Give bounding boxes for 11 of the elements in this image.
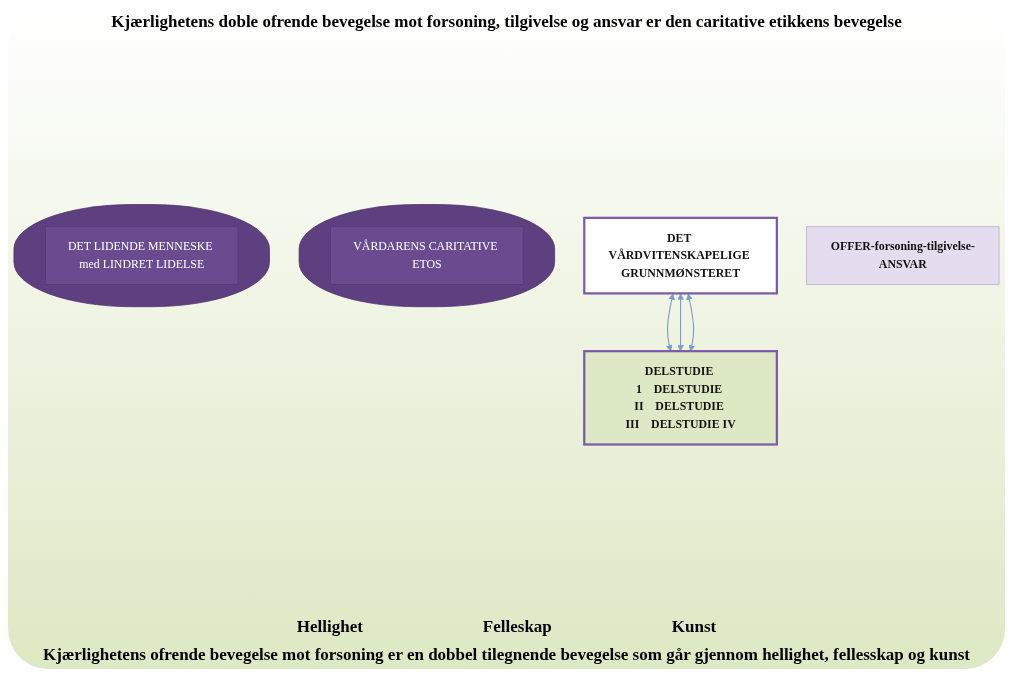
arrow [666, 293, 675, 352]
dimension-label: Felleskap [482, 617, 552, 637]
dimension-label: Kunst [671, 617, 717, 637]
arrow [686, 293, 696, 352]
statement-text: Kjærlighetens doble ofrende bevegelse mot forsoning, tilgivelse og ansvar er den caritative etikkens bevegelse [111, 12, 902, 32]
dimension-label: Hellighet [296, 617, 363, 637]
node-box: DELSTUDIE 1 DELSTUDIE II DELSTUDIE III DELSTUDIE IV [583, 350, 778, 446]
node-box: DET VÅRDVITENSKAPELIGE GRUNNMØNSTERET [583, 216, 778, 295]
arrow [677, 293, 684, 352]
node-box: OFFER-forsoning-tilgivelse-ANSVAR [806, 226, 1000, 285]
statement-text: Kjærlighetens ofrende bevegelse mot forsoning er en dobbel tilegnende bevegelse som går gjennom hellighet, fellesskap og kunst [43, 645, 970, 665]
